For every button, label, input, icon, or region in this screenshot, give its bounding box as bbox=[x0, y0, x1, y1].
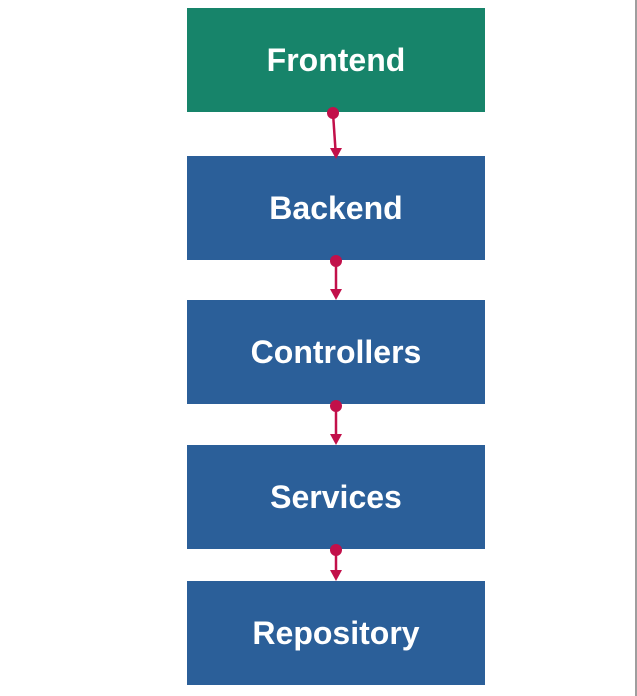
connector-arrowhead bbox=[330, 289, 342, 300]
connector-frontend-backend bbox=[327, 107, 342, 159]
node-repository: Repository bbox=[187, 581, 485, 685]
node-services: Services bbox=[187, 445, 485, 549]
connector-arrowhead bbox=[330, 570, 342, 581]
connector-controllers-services bbox=[330, 400, 342, 445]
connector-line bbox=[331, 112, 337, 151]
connector-arrowhead bbox=[330, 434, 342, 445]
node-frontend: Frontend bbox=[187, 8, 485, 112]
node-backend: Backend bbox=[187, 156, 485, 260]
connector-services-repository bbox=[330, 544, 342, 581]
window-edge bbox=[635, 0, 637, 696]
connector-backend-controllers bbox=[330, 255, 342, 300]
node-controllers: Controllers bbox=[187, 300, 485, 404]
